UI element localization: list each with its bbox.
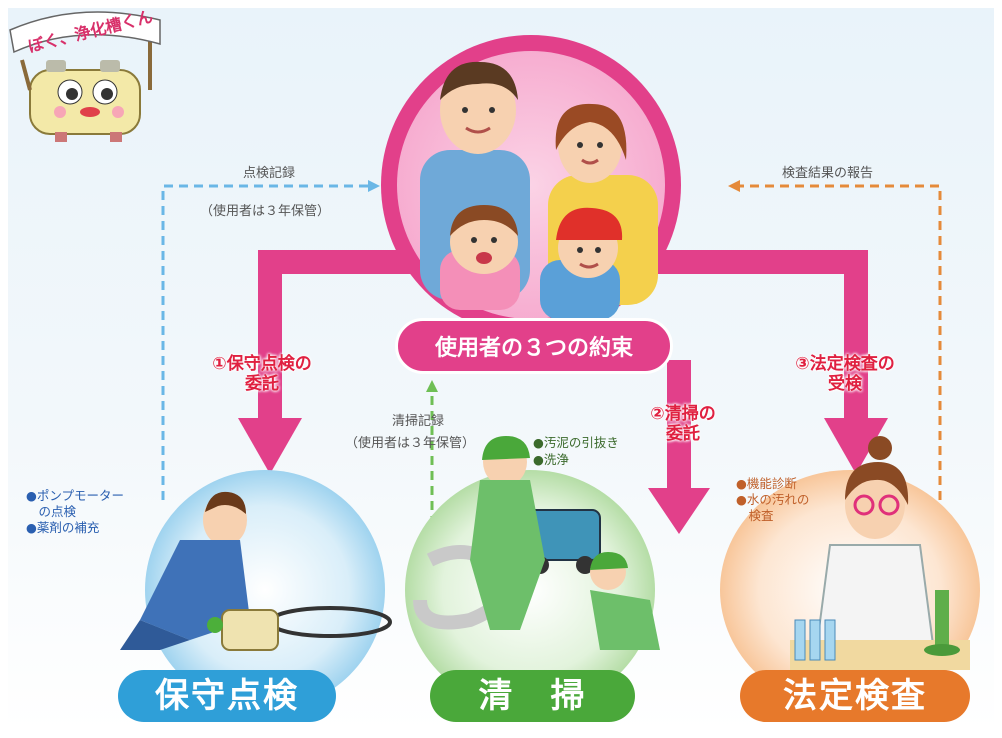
step-three-label: ③法定検査の 受検 xyxy=(770,354,920,394)
cleaning-record-note: （使用者は３年保管） xyxy=(345,436,476,451)
step-one-line1: ①保守点検の xyxy=(212,354,312,374)
step-three-line1: ③法定検査の xyxy=(795,354,895,374)
cleaning-title: 清 掃 xyxy=(430,670,635,722)
maintenance-items: ●ポンプモーター の点検 ●薬剤の補充 xyxy=(26,488,124,536)
inspection-item-1: ●機能診断 xyxy=(736,476,797,491)
step-one-label: ①保守点検の 委託 xyxy=(192,354,332,394)
inspection-record-label: 点検記録 xyxy=(243,166,296,181)
step-one-line2: 委託 xyxy=(245,374,279,394)
center-label: 使用者の３つの約束 xyxy=(395,318,673,374)
inspection-record-note: （使用者は３年保管） xyxy=(200,204,331,219)
mascot-joukasou-kun xyxy=(9,11,161,142)
inspection-item-3: 検査 xyxy=(736,508,774,523)
cleaning-item-1: ●汚泥の引抜き xyxy=(533,435,619,450)
cleaning-items: ●汚泥の引抜き ●洗浄 xyxy=(533,434,619,468)
inspection-items: ●機能診断 ●水の汚れの 検査 xyxy=(736,476,809,524)
maintenance-item-1: ●ポンプモーター xyxy=(26,488,125,503)
girl-figure xyxy=(440,205,520,310)
maintenance-worker xyxy=(120,491,392,651)
step-two-line2: 委託 xyxy=(666,424,700,444)
record-arrow-left xyxy=(161,180,380,500)
report-arrow-right xyxy=(728,180,942,500)
inspection-title: 法定検査 xyxy=(740,670,970,722)
boy-figure xyxy=(540,207,623,320)
step-three-line2: 受検 xyxy=(828,374,862,394)
inspection-item-2: ●水の汚れの xyxy=(736,492,810,507)
maintenance-item-2: の点検 xyxy=(26,504,77,519)
lab-technician xyxy=(790,436,970,670)
step-two-line1: ②清掃の xyxy=(650,404,716,424)
cleaning-workers xyxy=(413,436,660,650)
family-circle xyxy=(381,35,681,335)
cleaning-item-2: ●洗浄 xyxy=(533,452,569,467)
step-two-label: ②清掃の 委託 xyxy=(628,404,738,444)
maintenance-title: 保守点検 xyxy=(118,670,336,722)
inspection-report-label: 検査結果の報告 xyxy=(782,166,874,181)
maintenance-item-3: ●薬剤の補充 xyxy=(26,520,100,535)
cleaning-record-label: 清掃記録 xyxy=(392,414,445,429)
pink-arrows xyxy=(238,250,888,534)
